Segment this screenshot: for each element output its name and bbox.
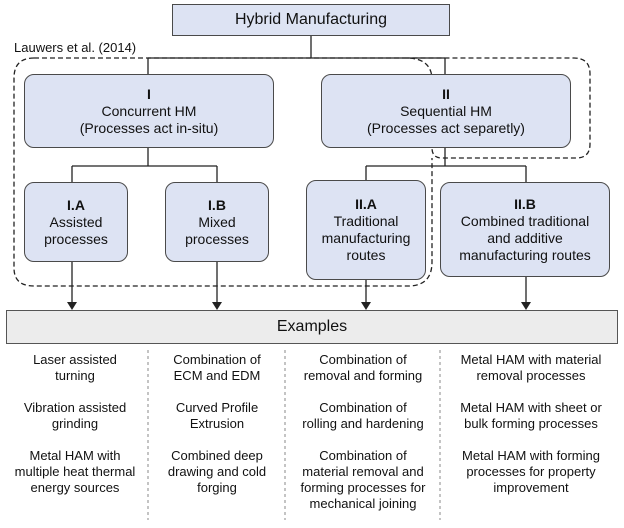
example-item: Combination of ECM and EDM — [173, 352, 261, 383]
citation-label: Lauwers et al. (2014) — [14, 40, 137, 55]
example-item: Laser assisted turning — [33, 352, 117, 383]
assisted-processes-box: I.A Assisted processes — [24, 182, 128, 262]
sequential-name: Sequential HM — [400, 102, 492, 119]
examples-column-4: Metal HAM with material removal processe… — [442, 352, 620, 512]
example-item: Metal HAM with multiple heat thermal ene… — [14, 448, 136, 495]
mixed-line2: processes — [185, 230, 249, 247]
example-item: Metal HAM with forming processes for pro… — [462, 448, 600, 495]
examples-header: Examples — [6, 310, 618, 344]
traditional-line2: manufacturing — [321, 230, 411, 246]
traditional-line3: routes — [346, 247, 386, 263]
concurrent-desc: (Processes act in-situ) — [79, 119, 219, 136]
example-item: Curved Profile Extrusion — [175, 400, 259, 431]
hybrid-manufacturing-box: Hybrid Manufacturing — [172, 4, 450, 36]
traditional-line1: Traditional — [333, 213, 399, 229]
combined-routes-box: II.B Combined traditional and additive m… — [440, 182, 610, 277]
concurrent-numeral: I — [147, 85, 151, 102]
sequential-desc: (Processes act separetly) — [367, 119, 525, 136]
concurrent-hm-box: I Concurrent HM (Processes act in-situ) — [24, 74, 274, 148]
example-item: Metal HAM with sheet or bulk forming pro… — [460, 400, 602, 431]
combined-line1: Combined traditional — [460, 212, 590, 229]
examples-title: Examples — [276, 318, 348, 335]
mixed-line1: Mixed — [198, 213, 236, 230]
assisted-line2: processes — [44, 230, 108, 247]
sequential-numeral: II — [442, 85, 450, 102]
root-title: Hybrid Manufacturing — [234, 11, 388, 28]
concurrent-name: Concurrent HM — [101, 102, 197, 119]
example-item: Combination of material removal and form… — [300, 448, 426, 511]
mixed-code: I.B — [208, 196, 226, 213]
example-item: Combination of removal and forming — [303, 352, 423, 383]
example-item: Vibration assisted grinding — [23, 400, 127, 431]
assisted-code: I.A — [67, 196, 85, 213]
example-item: Combination of rolling and hardening — [302, 400, 424, 431]
traditional-code: II.A — [355, 196, 377, 212]
combined-code: II.B — [514, 195, 536, 212]
examples-column-3: Combination of removal and forming Combi… — [287, 352, 439, 528]
examples-column-2: Combination of ECM and EDM Curved Profil… — [150, 352, 284, 512]
examples-column-1: Laser assisted turning Vibration assiste… — [6, 352, 144, 512]
mixed-processes-box: I.B Mixed processes — [165, 182, 269, 262]
combined-line3: manufacturing routes — [459, 246, 591, 263]
example-item: Combined deep drawing and cold forging — [167, 448, 267, 495]
combined-line2: and additive — [487, 229, 563, 246]
example-item: Metal HAM with material removal processe… — [460, 352, 602, 383]
traditional-routes-box: II.A Traditional manufacturing routes — [306, 180, 426, 280]
sequential-hm-box: II Sequential HM (Processes act separetl… — [321, 74, 571, 148]
assisted-line1: Assisted — [49, 213, 103, 230]
